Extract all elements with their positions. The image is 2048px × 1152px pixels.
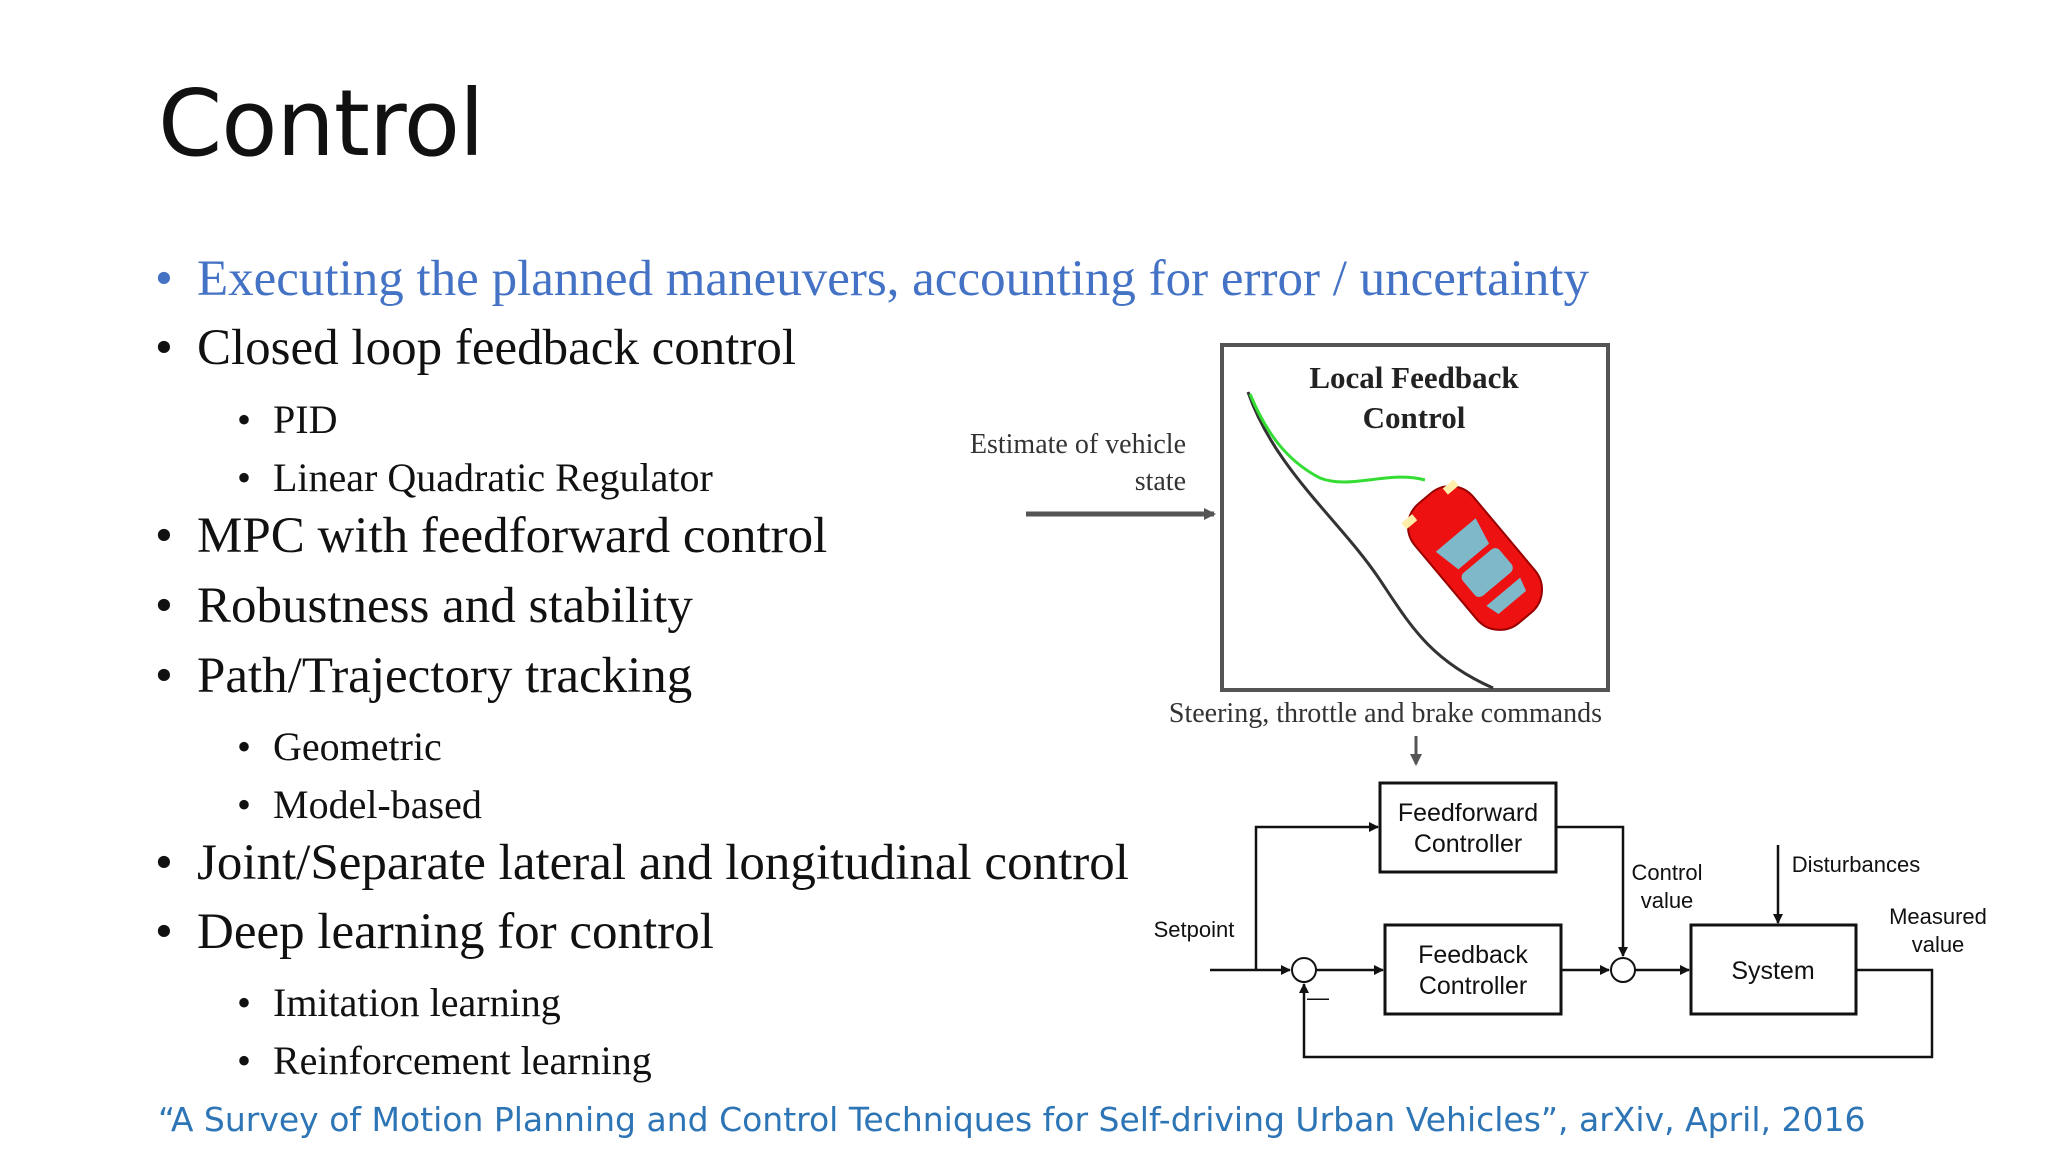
bullet-text: Joint/Separate lateral and longitudinal … — [197, 835, 1129, 891]
output-label: Steering, throttle and brake commands — [1169, 698, 1602, 729]
feedback-label-line2: Controller — [1419, 972, 1527, 1000]
feedforward-label-line1: Feedforward — [1398, 799, 1538, 827]
system-label: System — [1731, 957, 1814, 985]
citation: “A Survey of Motion Planning and Control… — [158, 1100, 1866, 1139]
input-label-line2: state — [1135, 466, 1186, 497]
sub-bullet-item: • PID — [237, 396, 337, 443]
local-feedback-figure: Local Feedback Control Estimate of vehic… — [970, 343, 1610, 766]
feedforward-output-line — [1556, 825, 1628, 957]
bullet-dot: • — [155, 251, 173, 307]
measured-value-label-line1: Measured — [1889, 904, 1987, 929]
bullet-text: Linear Quadratic Regulator — [273, 455, 713, 500]
bullet-item: • Joint/Separate lateral and longitudinal… — [155, 834, 1129, 892]
bullet-item: • Closed loop feedback control — [155, 319, 796, 377]
bullet-dot: • — [237, 724, 252, 769]
system-block — [1689, 923, 1858, 1016]
bullet-dot: • — [155, 835, 173, 891]
block-diagram: Feedforward Controller Feedback Controll… — [1154, 781, 1987, 1059]
measured-value-label-line2: value — [1912, 932, 1965, 957]
road-curve — [1246, 391, 1494, 690]
minus-sign: — — [1307, 985, 1329, 1010]
bullet-dot: • — [237, 1038, 252, 1083]
bullet-item: • Path/Trajectory tracking — [155, 647, 692, 705]
sub-bullet-item: • Geometric — [237, 723, 442, 770]
control-value-label-line2: value — [1641, 888, 1694, 913]
planned-trajectory — [1248, 393, 1426, 484]
bullet-text: MPC with feedforward control — [197, 508, 828, 564]
bullet-text: Deep learning for control — [197, 904, 714, 960]
bullet-item: • Robustness and stability — [155, 577, 693, 635]
bullet-item: • Executing the planned maneuvers, accoun… — [155, 250, 1589, 308]
bullet-text: Executing the planned maneuvers, account… — [197, 251, 1590, 307]
box-title-line2: Control — [1363, 400, 1466, 435]
car-icon — [1401, 479, 1543, 631]
bullet-dot: • — [237, 397, 252, 442]
summing-junction-control — [1610, 957, 1636, 983]
slide-title: Control — [158, 70, 485, 177]
feedforward-label-line2: Controller — [1414, 830, 1522, 858]
bullet-item: • Deep learning for control — [155, 903, 714, 961]
sub-bullet-item: • Linear Quadratic Regulator — [237, 454, 713, 501]
bullet-dot: • — [155, 578, 173, 634]
bullet-dot: • — [237, 782, 252, 827]
bullet-text: Closed loop feedback control — [197, 320, 797, 376]
bullet-text: Geometric — [273, 724, 442, 769]
bullet-text: Robustness and stability — [197, 578, 693, 634]
sub-bullet-item: • Reinforcement learning — [237, 1037, 652, 1084]
feedback-label-line1: Feedback — [1418, 941, 1528, 969]
box-title-line1: Local Feedback — [1309, 360, 1519, 395]
disturbances-label: Disturbances — [1792, 852, 1920, 877]
sub-bullet-item: • Imitation learning — [237, 979, 561, 1026]
bullet-dot: • — [155, 648, 173, 704]
bullet-dot: • — [155, 320, 173, 376]
bullet-text: Path/Trajectory tracking — [197, 648, 693, 704]
bullet-dot: • — [237, 980, 252, 1025]
control-value-label-line1: Control — [1632, 860, 1703, 885]
input-label-line1: Estimate of vehicle — [970, 429, 1186, 460]
bullet-text: Model-based — [273, 782, 482, 827]
bullet-dot: • — [155, 904, 173, 960]
bullet-text: Reinforcement learning — [273, 1038, 652, 1083]
setpoint-label: Setpoint — [1154, 917, 1235, 942]
bullet-text: PID — [273, 397, 338, 442]
bullet-text: Imitation learning — [273, 980, 561, 1025]
bullet-dot: • — [155, 508, 173, 564]
bullet-dot: • — [237, 455, 252, 500]
measured-feedback-loop — [1299, 968, 1934, 1059]
bullet-item: • MPC with feedforward control — [155, 507, 827, 565]
feedback-block — [1383, 923, 1563, 1016]
summing-junction-setpoint — [1291, 957, 1317, 983]
feedforward-block — [1378, 781, 1558, 874]
sub-bullet-item: • Model-based — [237, 781, 482, 828]
feedforward-input-line — [1254, 822, 1379, 970]
